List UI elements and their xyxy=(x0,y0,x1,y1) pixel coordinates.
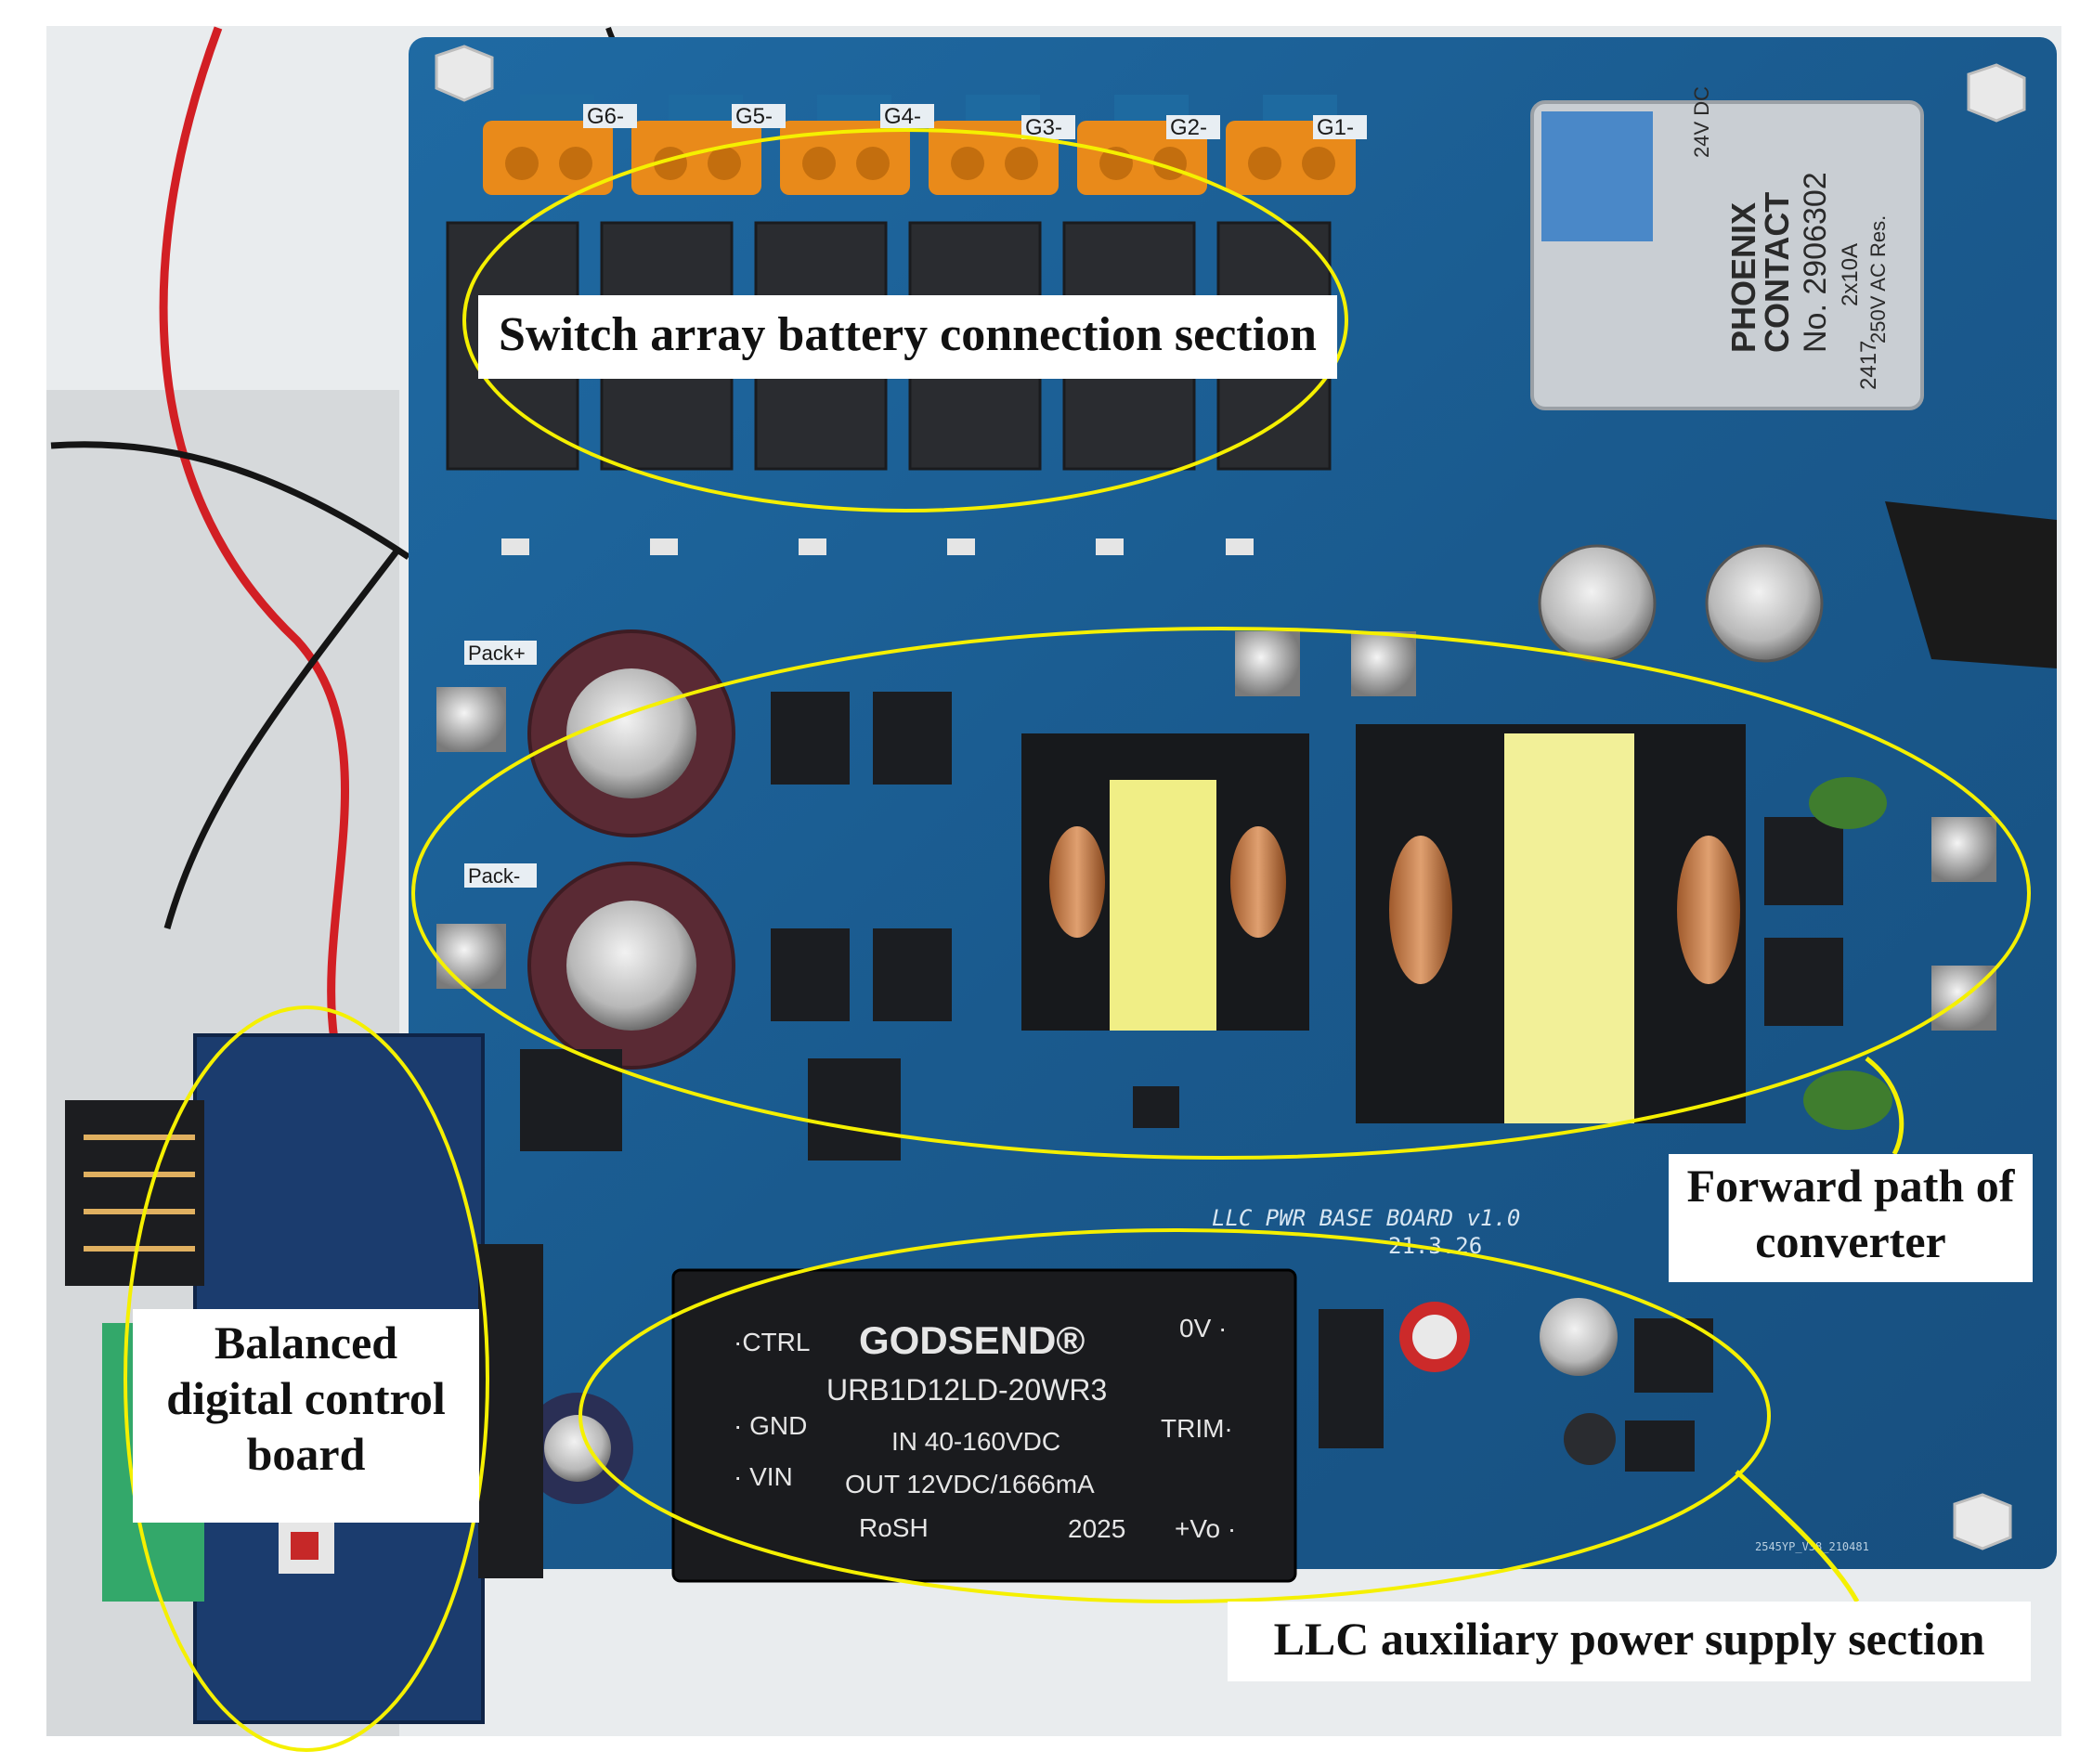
module-pin-vo: +Vo · xyxy=(1175,1514,1236,1543)
module-input: IN 40-160VDC xyxy=(891,1427,1060,1456)
annotations xyxy=(124,128,2031,1752)
label-pack-minus: Pack- xyxy=(468,864,520,888)
module-year: 2025 xyxy=(1068,1514,1125,1543)
caption-balanced-control: Balanced digital control board xyxy=(133,1309,479,1523)
red-wire xyxy=(159,26,349,1041)
dcdc-module: ·CTRL GODSEND® 0V · URB1D12LD-20WR3 · GN… xyxy=(671,1268,1297,1583)
connector-labels: G6- G5- G4- G3- G2- G1- xyxy=(583,104,1367,140)
module-brand: GODSEND® xyxy=(859,1318,1085,1362)
footer-code: 2545YP_V38_210481 xyxy=(1755,1540,1869,1553)
caption-forward-line-1: Forward path of xyxy=(1686,1160,2015,1212)
module-pin-trim: TRIM· xyxy=(1161,1414,1233,1443)
black-tape xyxy=(1885,501,2057,668)
module-pin-ctrl: ·CTRL xyxy=(734,1328,810,1356)
label-g2: G2- xyxy=(1170,115,1207,140)
relay-brand-1: PHOENIX xyxy=(1724,202,1762,353)
standoffs xyxy=(435,45,2026,1550)
module-pin-0v: 0V · xyxy=(1179,1314,1227,1342)
aux-components xyxy=(522,1298,1713,1504)
ellipse-switch-array xyxy=(462,128,1348,512)
label-pack-plus: Pack+ xyxy=(468,642,526,665)
label-g4: G4- xyxy=(884,104,921,129)
caption-balanced-line-3: board xyxy=(246,1428,366,1480)
label-g5: G5- xyxy=(735,104,773,129)
bulk-capacitors xyxy=(527,629,735,1070)
module-pin-gnd: · GND xyxy=(734,1411,807,1440)
aux-caps-top xyxy=(1538,544,1824,663)
ellipse-balanced xyxy=(124,1005,489,1752)
film-caps xyxy=(1803,777,1892,1130)
arrow-forward xyxy=(1865,1057,1904,1156)
relay-brand-2: CONTACT xyxy=(1758,192,1796,353)
module-output: OUT 12VDC/1666mA xyxy=(845,1470,1095,1498)
label-g1: G1- xyxy=(1317,115,1354,140)
label-g3: G3- xyxy=(1025,115,1062,140)
ellipse-llc-aux xyxy=(578,1228,1771,1603)
terminal-screws xyxy=(1235,631,1996,1031)
arrow-llc-aux xyxy=(1735,1470,1860,1603)
pack-terminals: Pack+ Pack- xyxy=(436,641,537,989)
relay-part: No. 2906302 xyxy=(1798,172,1833,353)
black-wire xyxy=(50,441,410,929)
caption-llc-aux-text: LLC auxiliary power supply section xyxy=(1273,1613,1985,1665)
relay-contacts: 2x10A xyxy=(1838,243,1863,306)
phoenix-relay: PHOENIX CONTACT No. 2906302 24V DC 2x10A… xyxy=(1530,86,1924,410)
relay-coil: 24V DC xyxy=(1690,86,1713,158)
smd-row xyxy=(501,538,1254,555)
module-model: URB1D12LD-20WR3 xyxy=(826,1373,1107,1407)
board-name: LLC PWR BASE BOARD v1.0 xyxy=(1212,1205,1520,1231)
caption-llc-aux: LLC auxiliary power supply section xyxy=(1228,1602,2031,1681)
caption-forward-path: Forward path of converter xyxy=(1669,1154,2033,1282)
transformer-small xyxy=(1021,733,1309,1031)
relay-code: 2417 xyxy=(1856,341,1881,390)
module-pin-vin: · VIN xyxy=(734,1462,793,1491)
module-rosh: RoSH xyxy=(859,1513,929,1542)
ellipse-forward-path xyxy=(411,627,2031,1160)
caption-switch-array-text: Switch array battery connection section xyxy=(499,308,1317,361)
relay-rating: 250V AC Res. xyxy=(1866,215,1890,344)
caption-switch-array: Switch array battery connection section xyxy=(478,295,1337,379)
label-g6: G6- xyxy=(587,104,624,129)
mosfets xyxy=(771,692,1843,1026)
transformer-large xyxy=(1356,724,1746,1123)
caption-forward-line-2: converter xyxy=(1755,1215,1946,1267)
caption-balanced-line-2: digital control xyxy=(166,1372,446,1424)
caption-balanced-line-1: Balanced xyxy=(214,1317,398,1368)
